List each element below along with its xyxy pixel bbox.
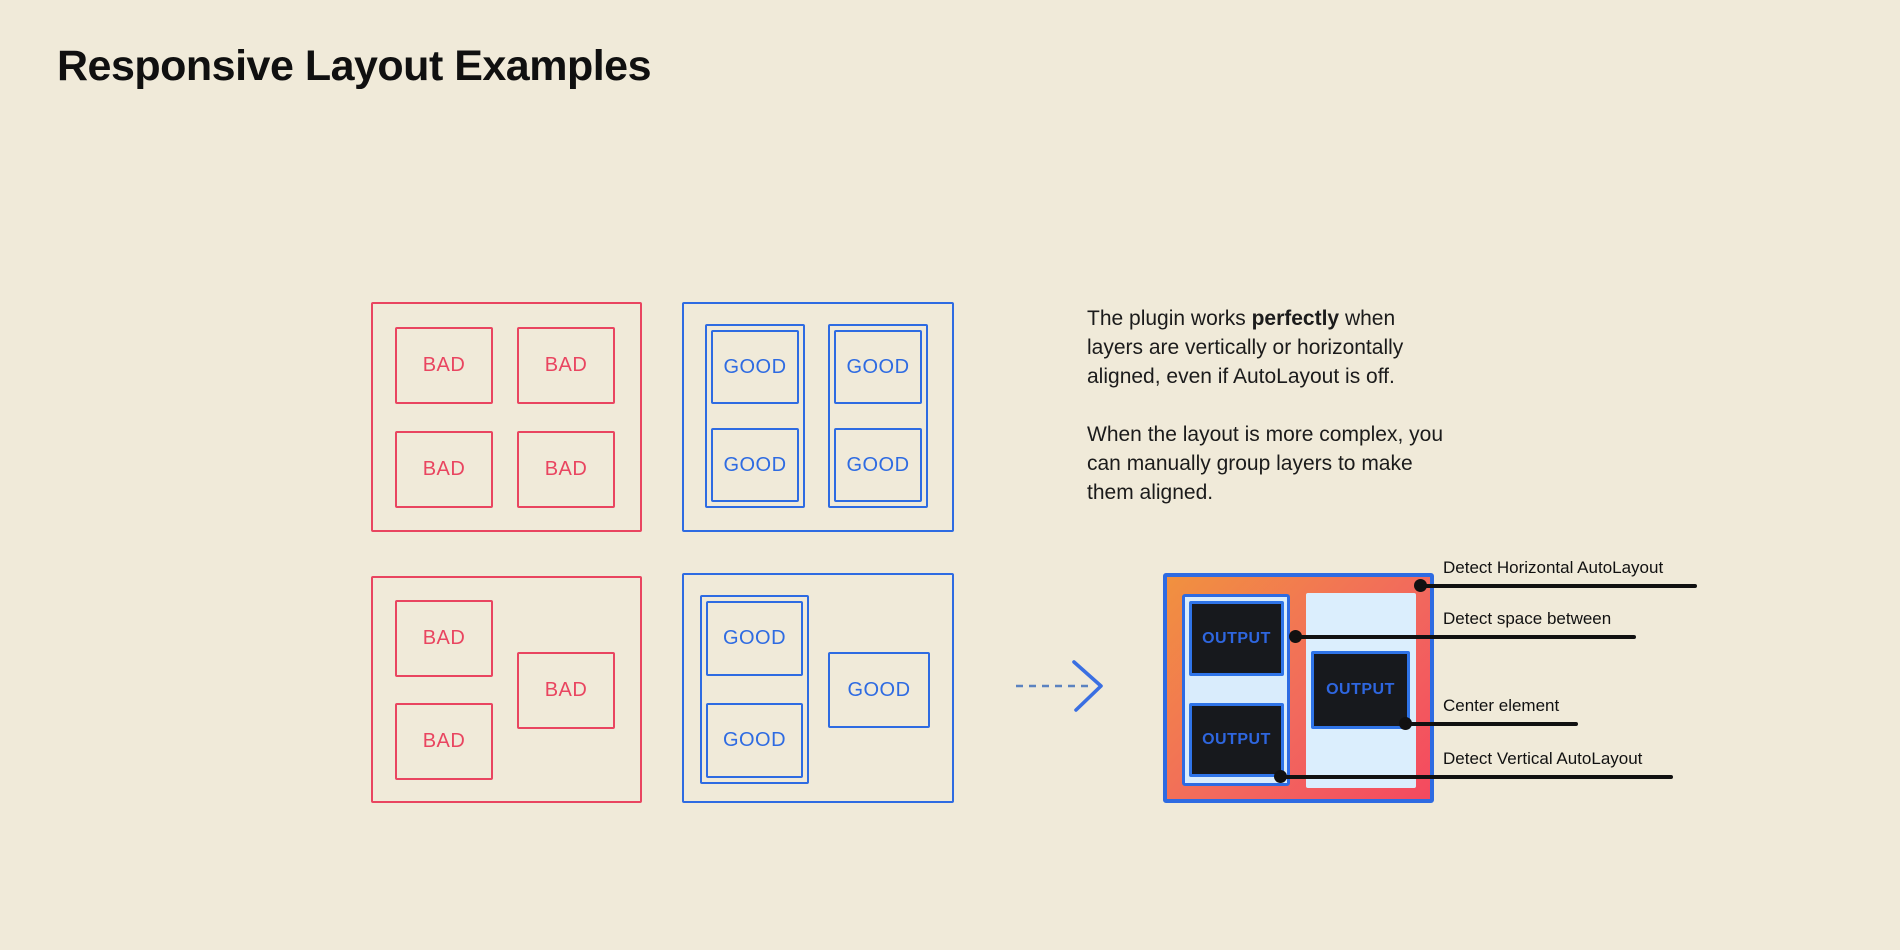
bad-box: BAD [517, 431, 615, 508]
annotation-dot [1274, 770, 1287, 783]
good-box: GOOD [711, 330, 799, 404]
page-title: Responsive Layout Examples [57, 42, 652, 90]
bad-box-label: BAD [422, 627, 466, 649]
good-box-label: GOOD [846, 453, 910, 476]
good-group-top: GOOD GOOD GOOD GOOD [682, 302, 954, 532]
description-paragraph-2: When the layout is more complex, you can… [1087, 423, 1443, 504]
good-box: GOOD [711, 428, 799, 502]
annotation-dot [1414, 579, 1427, 592]
bad-box: BAD [395, 703, 493, 780]
description-text: The plugin works perfectly when layers a… [1087, 304, 1443, 507]
annotation-label: Detect Horizontal AutoLayout [1443, 558, 1664, 577]
good-box: GOOD [706, 703, 803, 778]
annotation-line [1421, 584, 1697, 588]
description-paragraph-1: The plugin works perfectly when layers a… [1087, 307, 1404, 388]
bad-box: BAD [395, 327, 493, 404]
output-box-label: OUTPUT [1326, 681, 1395, 698]
good-column-wrapper: GOOD GOOD [705, 324, 805, 508]
output-box: OUTPUT [1189, 601, 1284, 676]
bad-box-label: BAD [544, 458, 588, 480]
good-column-wrapper: GOOD GOOD [700, 595, 809, 784]
bad-box: BAD [517, 652, 615, 729]
output-preview-frame: OUTPUT OUTPUT OUTPUT [1163, 573, 1434, 803]
good-box: GOOD [834, 330, 922, 404]
bad-box: BAD [517, 327, 615, 404]
bad-box-label: BAD [544, 679, 588, 701]
annotation-label: Detect space between [1443, 609, 1612, 628]
bad-box-label: BAD [422, 354, 466, 376]
good-box-label: GOOD [722, 627, 787, 649]
annotation-dot [1289, 630, 1302, 643]
good-box-label: GOOD [723, 355, 787, 378]
good-box: GOOD [706, 601, 803, 676]
good-box-label: GOOD [846, 355, 910, 378]
annotation-line [1296, 635, 1636, 639]
arrow-right-icon [1016, 660, 1103, 712]
bad-group-top: BAD BAD BAD BAD [371, 302, 642, 532]
bad-group-bottom: BAD BAD BAD [371, 576, 642, 803]
good-box-label: GOOD [723, 453, 787, 476]
good-box-label: GOOD [722, 729, 787, 751]
output-box-label: OUTPUT [1202, 629, 1271, 647]
good-box-label: GOOD [847, 678, 911, 701]
good-column-wrapper: GOOD GOOD [828, 324, 928, 508]
output-box: OUTPUT [1189, 703, 1284, 777]
annotation-label: Detect Vertical AutoLayout [1443, 749, 1643, 768]
bad-box: BAD [395, 600, 493, 677]
bad-box: BAD [395, 431, 493, 508]
output-vertical-autolayout-group: OUTPUT OUTPUT [1182, 594, 1290, 786]
annotation-label: Center element [1443, 696, 1560, 715]
good-box: GOOD [834, 428, 922, 502]
bad-box-label: BAD [422, 458, 466, 480]
annotation-line [1406, 722, 1578, 726]
bad-box-label: BAD [544, 354, 588, 376]
bold-word: perfectly [1251, 307, 1340, 330]
output-box-label: OUTPUT [1202, 731, 1271, 748]
good-group-bottom: GOOD GOOD GOOD [682, 573, 954, 803]
bad-box-label: BAD [422, 730, 466, 752]
good-box: GOOD [828, 652, 930, 728]
annotation-line [1281, 775, 1673, 779]
output-box-centered: OUTPUT [1311, 651, 1410, 729]
annotation-dot [1399, 717, 1412, 730]
